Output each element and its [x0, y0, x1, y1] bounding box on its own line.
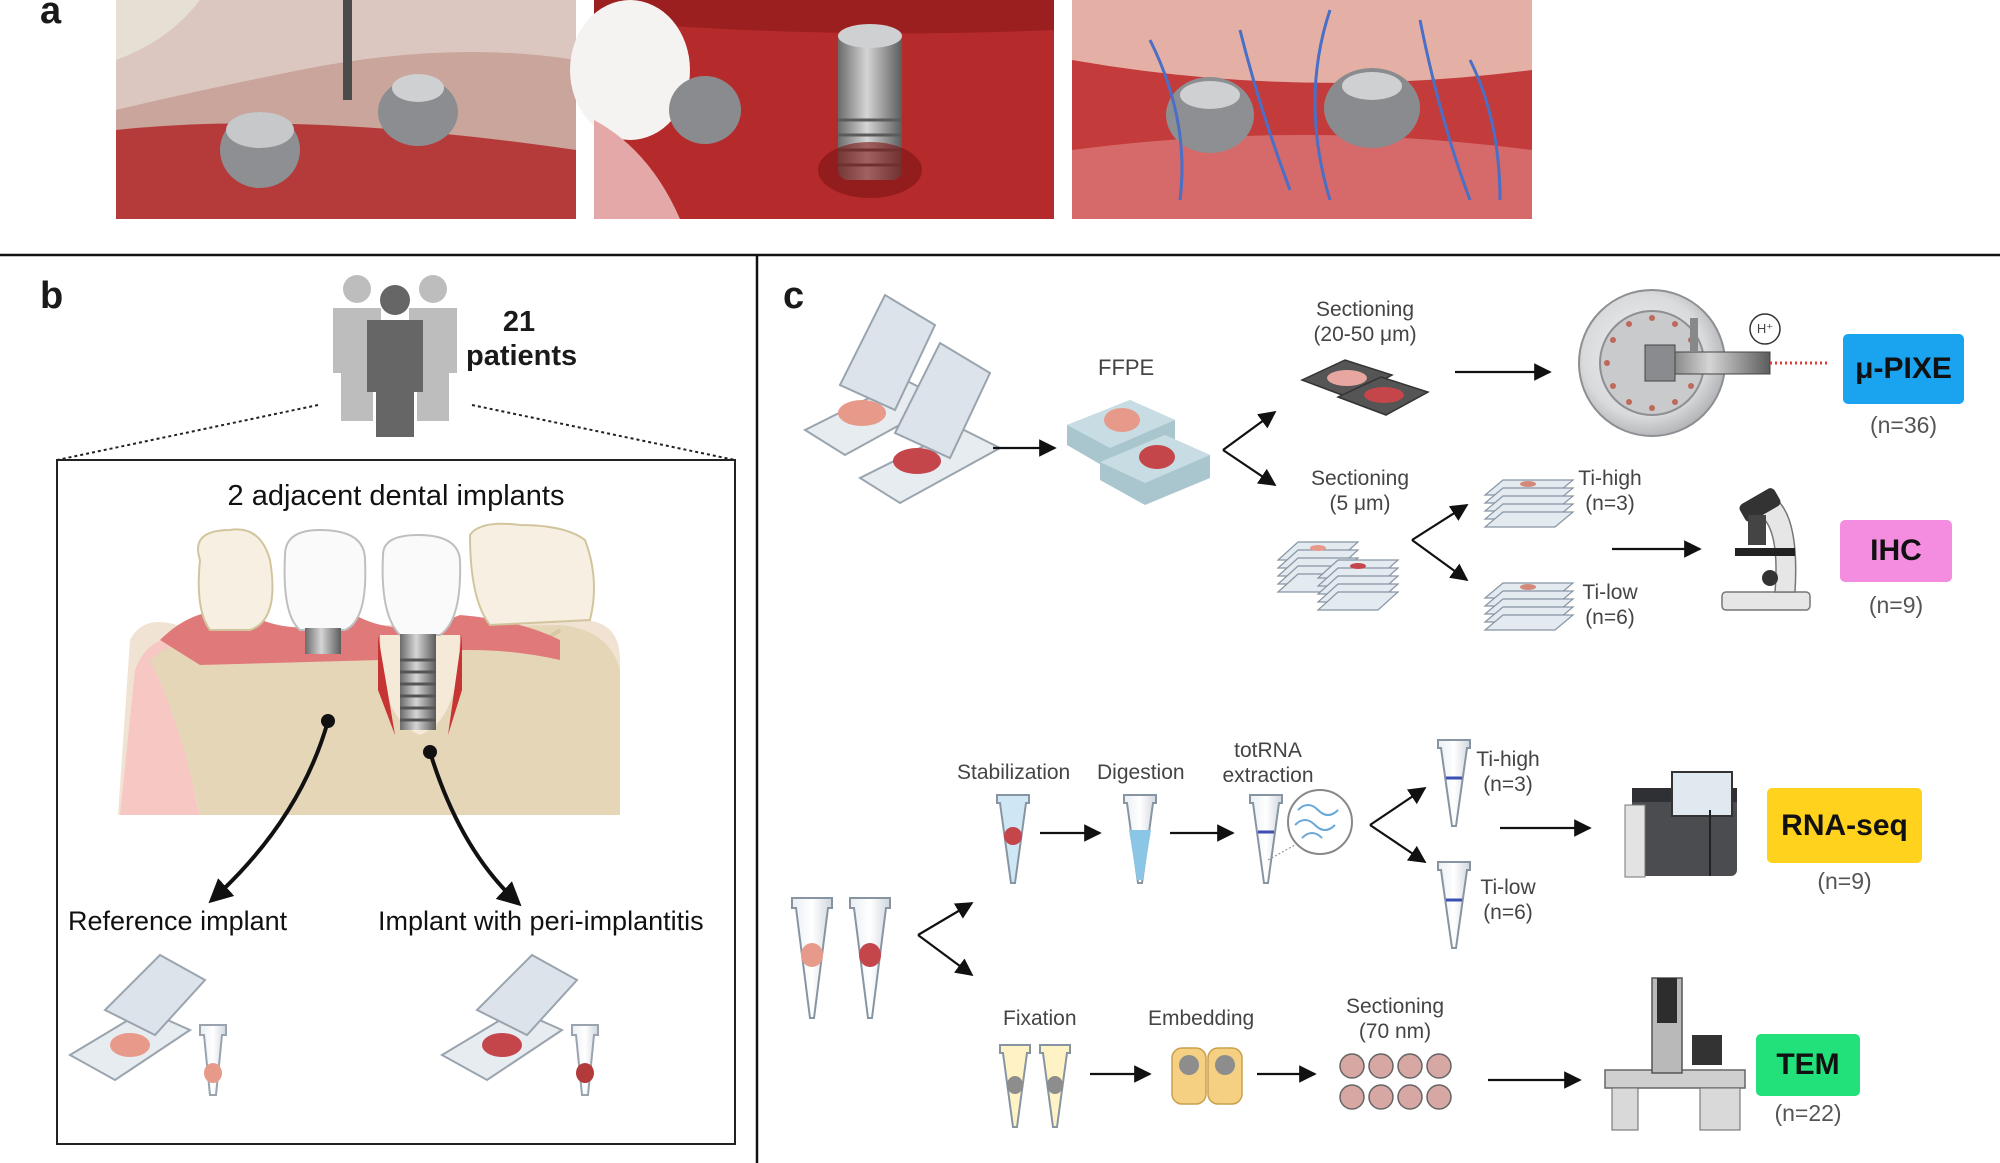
rnaseq-badge: RNA-seq: [1767, 788, 1922, 863]
panel-label-c: c: [783, 275, 805, 317]
slides-ti-high: [1483, 479, 1575, 528]
ihc-ti-high-label: Ti-high(n=3): [1578, 467, 1642, 515]
sectioning-tem-label: Sectioning(70 nm): [1345, 995, 1445, 1043]
slides-ti-low: [1483, 582, 1575, 631]
ihc-badge: IHC: [1840, 520, 1952, 582]
cassettes-ffpe-start: [802, 293, 1003, 505]
stabilization-tube: [996, 794, 1030, 884]
cassette-tube-right: [440, 953, 599, 1096]
pixe-count: (n=36): [1869, 412, 1938, 438]
cassette-tube-left: [68, 953, 227, 1096]
photo-3-sutured: [1072, 0, 1532, 219]
thick-sections: [1300, 359, 1430, 416]
embedding-capsules: [1171, 1047, 1243, 1105]
photo-2-implant-defect: [570, 0, 1054, 219]
electron-microscope-icon: [1604, 977, 1746, 1131]
patient-count-block: 21 patients: [466, 305, 578, 373]
pixe-badge: μ-PIXE: [1843, 334, 1964, 404]
microscope-icon: [1721, 488, 1811, 611]
ihc-count: (n=9): [1868, 592, 1924, 618]
thin-section-stack: [1276, 541, 1400, 611]
stabilization-label: Stabilization: [957, 761, 1071, 784]
tem-count: (n=22): [1774, 1100, 1842, 1126]
embedding-label: Embedding: [1148, 1007, 1255, 1030]
reference-implant-label: Reference implant: [68, 906, 288, 936]
tubes-start: [791, 897, 891, 1019]
rna-ti-high-label: Ti-high(n=3): [1476, 748, 1540, 796]
rna-tube-high: [1437, 739, 1471, 827]
implants-title: 2 adjacent dental implants: [227, 480, 565, 512]
ihc-ti-low-label: Ti-low(n=6): [1582, 581, 1638, 629]
tem-badge: TEM: [1756, 1034, 1860, 1096]
sequencer-icon: [1624, 771, 1737, 878]
dental-implant-illustration: [118, 522, 620, 815]
digestion-tube: [1123, 794, 1157, 884]
photo-1-implants-probe: [116, 0, 576, 219]
panel-label-b: b: [40, 275, 64, 317]
rna-ti-low-label: Ti-low(n=6): [1480, 876, 1536, 924]
fixation-label: Fixation: [1003, 1007, 1077, 1030]
proton-label: H⁺: [1756, 321, 1774, 336]
patient-count: 21: [502, 306, 536, 338]
ffpe-label: FFPE: [1098, 355, 1155, 380]
digestion-label: Digestion: [1097, 761, 1185, 784]
patients-icon: [333, 275, 457, 437]
pixe-chamber-icon: [1578, 289, 1830, 437]
peri-implantitis-label: Implant with peri-implantitis: [378, 906, 704, 936]
rna-tube-low: [1437, 861, 1471, 949]
tem-grids: [1339, 1053, 1452, 1110]
sectioning-thick-label: Sectioning(20-50 μm): [1313, 298, 1417, 346]
panel-label-a: a: [40, 0, 62, 32]
totrna-tube: [1249, 789, 1353, 884]
rnaseq-count: (n=9): [1817, 868, 1872, 894]
patient-count-label: patients: [466, 340, 578, 372]
fixation-tubes: [999, 1044, 1071, 1128]
ffpe-blocks: [1067, 400, 1210, 505]
sectioning-thin-label: Sectioning(5 μm): [1310, 467, 1410, 515]
